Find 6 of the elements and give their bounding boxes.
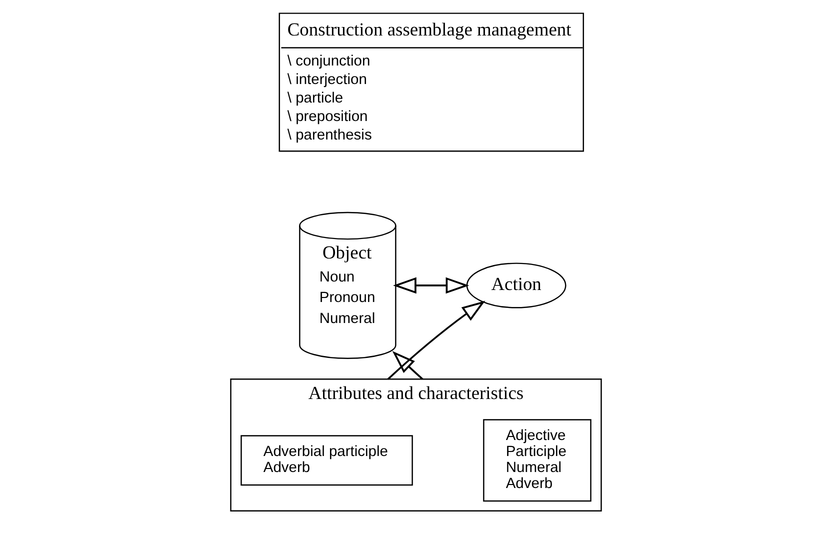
node-box: Adjective Participle Numeral Adverb xyxy=(482,419,591,502)
arrow xyxy=(392,277,469,294)
node-ellipse: Action xyxy=(466,262,566,308)
arrow xyxy=(386,300,485,380)
node-box: Adverbial participle Adverb xyxy=(240,435,412,486)
arrow xyxy=(392,350,423,380)
